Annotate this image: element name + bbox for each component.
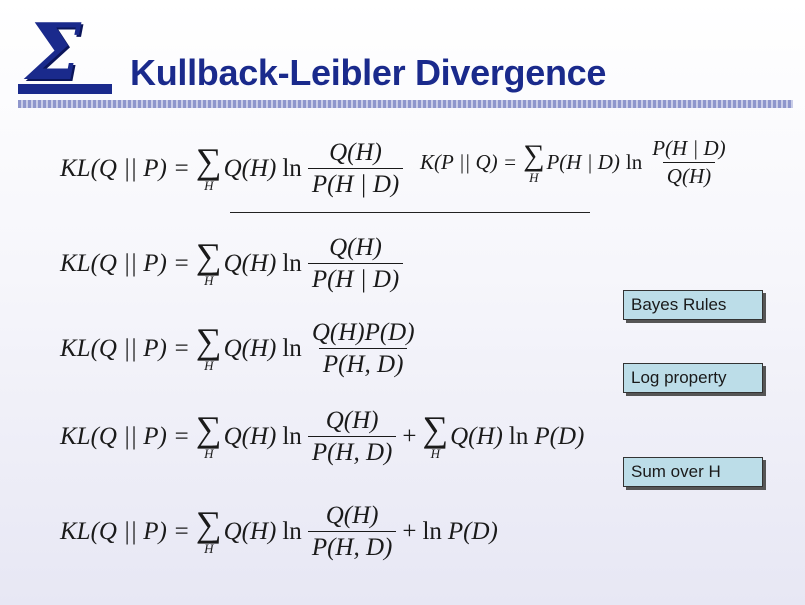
numerator: Q(H): [329, 234, 382, 261]
slide-title: Kullback-Leibler Divergence: [130, 52, 607, 93]
fraction: Q(H) P(H, D): [307, 502, 397, 560]
title-underline-bar: [18, 100, 793, 108]
denominator: P(H, D): [307, 531, 397, 560]
q-of-h: Q(H): [223, 335, 277, 362]
equation-step-2: KL(Q || P) = ∑ H Q(H) ln Q(H)P(D) P(H, D…: [60, 320, 425, 377]
plus-sign: +: [402, 423, 417, 450]
kl-lhs: KL(Q || P) =: [60, 518, 190, 545]
q-of-h: Q(H): [223, 423, 277, 450]
equation-step-3: KL(Q || P) = ∑ H Q(H) ln Q(H) P(H, D) + …: [60, 408, 584, 465]
denominator: P(H | D): [307, 263, 404, 292]
summation: ∑ H: [422, 408, 449, 462]
ln-operator: ln: [282, 250, 302, 277]
numerator: P(H | D): [652, 136, 726, 160]
ln-operator: ln: [625, 150, 643, 174]
ln-operator: ln: [282, 155, 302, 182]
annotation-log-property: Log property: [623, 363, 763, 393]
fraction: Q(H) P(H | D): [307, 234, 404, 292]
kl-lhs: KL(Q || P) =: [60, 250, 190, 277]
fraction: Q(H)P(D) P(H, D): [308, 320, 419, 377]
fraction: P(H | D) Q(H): [648, 138, 729, 187]
numerator: Q(H): [329, 139, 382, 166]
denominator: Q(H): [662, 162, 716, 187]
plus-sign: +: [402, 518, 417, 545]
numerator: Q(H): [325, 502, 379, 529]
sigma-logo-icon: Σ: [18, 14, 112, 98]
summation: ∑ H: [195, 235, 222, 289]
numerator: Q(H): [325, 407, 379, 434]
ln-operator: ln: [508, 423, 529, 450]
equation-step-1: KL(Q || P) = ∑ H Q(H) ln Q(H) P(H | D): [60, 235, 409, 292]
annotation-bayes-rules: Bayes Rules: [623, 290, 763, 320]
kl-lhs: KL(Q || P) =: [60, 335, 190, 362]
annotation-sum-over-h: Sum over H: [623, 457, 763, 487]
q-of-h: Q(H): [223, 250, 277, 277]
equation-step-4: KL(Q || P) = ∑ H Q(H) ln Q(H) P(H, D) + …: [60, 503, 498, 560]
logo-base-bar: [18, 84, 112, 94]
equation-reverse-kl: K(P || Q) = ∑ H P(H | D) ln P(H | D) Q(H…: [420, 138, 736, 187]
ln-operator: ln: [282, 518, 302, 545]
separator-line: [230, 212, 590, 213]
ln-operator: ln: [422, 518, 442, 545]
denominator: P(H, D): [318, 348, 408, 377]
q-of-h: Q(H): [450, 423, 503, 450]
k-lhs: K(P || Q) =: [420, 150, 518, 174]
fraction: Q(H) P(H, D): [307, 407, 397, 465]
kl-lhs: KL(Q || P) =: [60, 423, 190, 450]
summation: ∑ H: [195, 503, 222, 557]
denominator: P(H | D): [307, 168, 404, 197]
ln-operator: ln: [282, 335, 302, 362]
p-of-d: P(D): [447, 518, 498, 545]
summation: ∑ H: [195, 320, 222, 374]
q-of-h: Q(H): [223, 155, 277, 182]
summation: ∑ H: [195, 408, 222, 462]
ln-operator: ln: [282, 423, 302, 450]
kl-lhs: KL(Q || P) =: [60, 155, 190, 182]
p-of-d: P(D): [534, 423, 585, 450]
sigma-glyph: Σ: [26, 7, 82, 98]
numerator: Q(H)P(D): [311, 319, 415, 346]
equation-kl-definition: KL(Q || P) = ∑ H Q(H) ln Q(H) P(H | D): [60, 140, 409, 197]
fraction: Q(H) P(H | D): [307, 139, 404, 197]
q-of-h: Q(H): [223, 518, 277, 545]
denominator: P(H, D): [307, 436, 397, 465]
p-h-given-d: P(H | D): [546, 150, 620, 174]
summation: ∑ H: [195, 140, 222, 194]
summation: ∑ H: [523, 138, 545, 185]
